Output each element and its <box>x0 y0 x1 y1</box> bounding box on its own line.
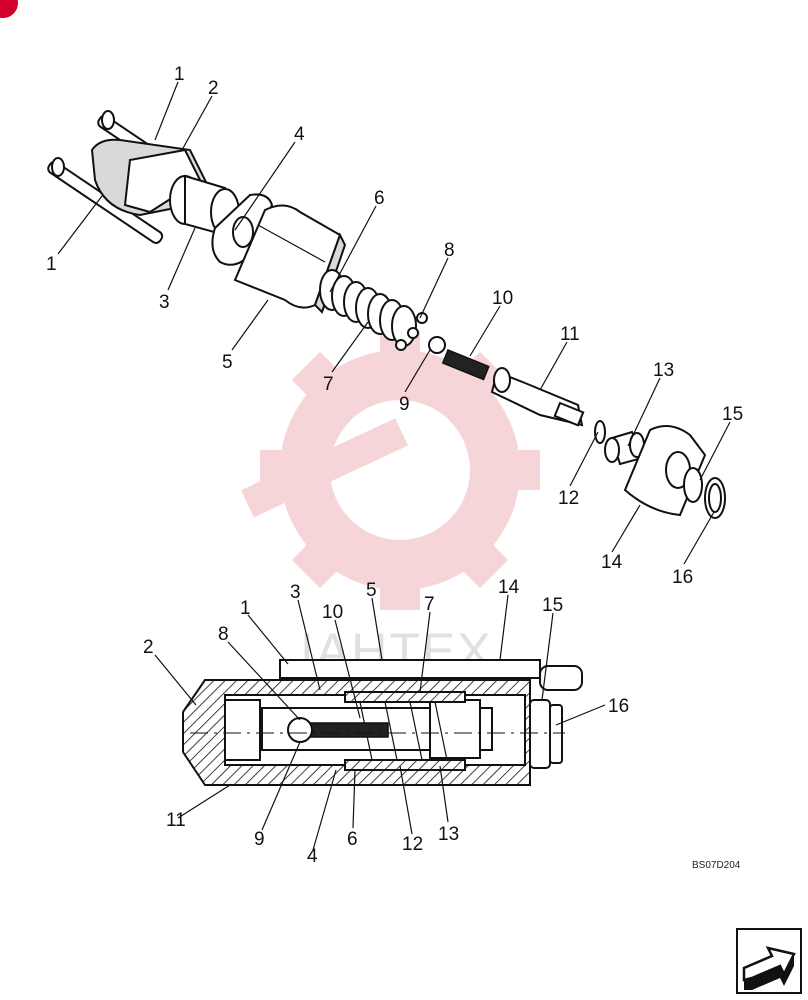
section-callout-15: 15 <box>542 595 563 616</box>
section-callout-1: 1 <box>240 598 251 619</box>
o-ring-15 <box>683 467 703 503</box>
callout-11: 11 <box>560 324 580 345</box>
callout-14: 14 <box>601 552 623 573</box>
section-callout-3: 3 <box>290 582 301 603</box>
drawing-code: BS07D204 <box>692 860 741 871</box>
callout-2: 2 <box>208 78 219 99</box>
small-spring <box>441 349 490 381</box>
section-callout-6: 6 <box>347 829 358 850</box>
section-callout-14: 14 <box>498 577 520 598</box>
section-callout-2: 2 <box>143 637 154 658</box>
callout-12: 12 <box>558 488 579 509</box>
section-ball <box>287 717 313 743</box>
callout-16: 16 <box>672 567 693 588</box>
section-bolt <box>279 659 541 679</box>
section-callout-12: 12 <box>402 834 423 855</box>
bushing <box>604 430 645 466</box>
section-callout-11: 11 <box>166 810 186 831</box>
ball-9 <box>428 336 446 354</box>
callout-1a: 1 <box>174 64 185 85</box>
callout-9: 9 <box>399 394 410 415</box>
ball-8b <box>407 327 419 339</box>
callout-10: 10 <box>492 288 513 309</box>
section-callout-9: 9 <box>254 829 265 850</box>
section-callout-13: 13 <box>438 824 459 845</box>
callout-3: 3 <box>159 292 170 313</box>
arrow-next-icon <box>742 946 796 990</box>
snap-ring <box>594 420 606 444</box>
section-callout-4: 4 <box>307 846 318 867</box>
section-callout-5: 5 <box>366 580 377 601</box>
callout-8: 8 <box>444 240 455 261</box>
gasket-bore <box>232 216 254 248</box>
section-callout-8: 8 <box>218 624 229 645</box>
section-small-spring <box>307 722 389 738</box>
callout-7: 7 <box>323 374 334 395</box>
next-page-button[interactable] <box>736 928 802 994</box>
callout-5: 5 <box>222 352 233 373</box>
section-view: 2 8 1 3 10 5 7 14 15 16 11 9 4 6 12 13 <box>143 577 629 867</box>
spool <box>490 367 585 427</box>
section-callout-10: 10 <box>322 602 343 623</box>
corner-badge <box>0 0 18 18</box>
callout-1b: 1 <box>46 254 57 275</box>
callout-15: 15 <box>722 404 743 425</box>
callout-4: 4 <box>294 124 305 145</box>
callout-13: 13 <box>653 360 674 381</box>
section-callout-7: 7 <box>424 594 435 615</box>
callout-6: 6 <box>374 188 385 209</box>
spring <box>319 269 417 347</box>
exploded-view: 1 2 1 4 3 6 5 8 7 9 10 11 13 15 12 14 16 <box>46 64 743 588</box>
ball-8c <box>395 339 407 351</box>
section-callout-16: 16 <box>608 696 629 717</box>
